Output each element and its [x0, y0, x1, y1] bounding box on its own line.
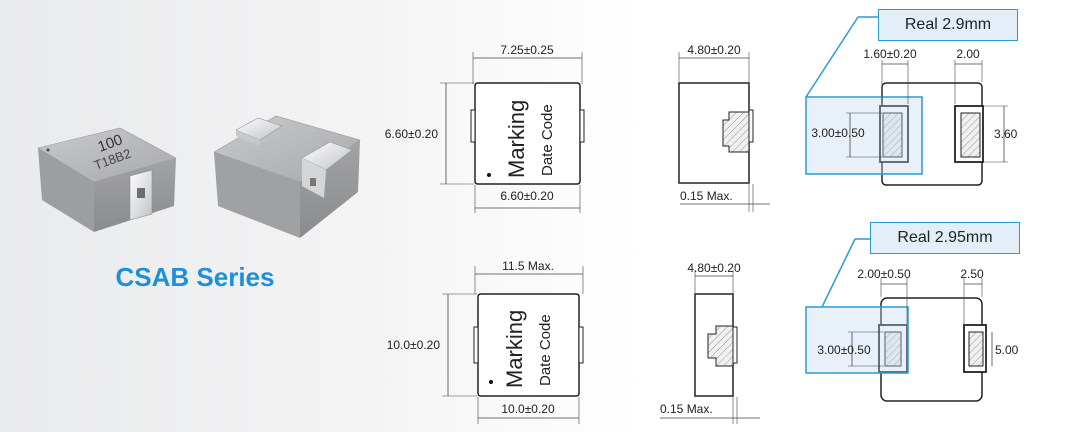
- product-photo-marked: 100 T18B2: [37, 127, 177, 232]
- bottom-pad-gap-label: 2.50: [960, 267, 984, 281]
- bottom-front-height-label: 10.0±0.20: [387, 338, 441, 352]
- bottom-front-marking-text: Marking: [502, 310, 527, 388]
- top-side-terminal-label: 0.15 Max.: [680, 189, 733, 203]
- top-front-view: [440, 52, 585, 213]
- bottom-front-bottom-width-label: 10.0±0.20: [501, 402, 555, 416]
- bottom-front-view: [442, 266, 584, 424]
- top-side-view: [678, 52, 770, 212]
- top-front-date-code-text: Date Code: [539, 104, 556, 176]
- top-front-bottom-width-label: 6.60±0.20: [500, 189, 554, 203]
- top-pad-total-height-label: 3.60: [994, 127, 1018, 141]
- top-front-height-label: 6.60±0.20: [385, 127, 439, 141]
- top-front-width-label: 7.25±0.25: [500, 43, 554, 57]
- bottom-side-terminal-label: 0.15 Max.: [660, 402, 713, 416]
- series-title: CSAB Series: [115, 262, 275, 292]
- top-pad-height-label: 3.00±0.50: [811, 126, 865, 140]
- bottom-pad-width-label: 2.00±0.50: [857, 267, 911, 281]
- callout-real-2-95mm: Real 2.95mm: [870, 222, 1020, 254]
- product-photo-terminals: [213, 115, 361, 238]
- top-front-marking-text: Marking: [504, 100, 529, 178]
- bottom-front-width-label: 11.5 Max.: [502, 259, 554, 273]
- top-pad-gap-label: 2.00: [956, 47, 980, 61]
- bottom-pad-layout: [805, 238, 993, 402]
- bottom-front-date-code-text: Date Code: [537, 314, 554, 386]
- bottom-pad-height-label: 3.00±0.50: [817, 343, 871, 357]
- bottom-pad-total-height-label: 5.00: [995, 343, 1019, 357]
- bottom-side-view: [660, 270, 760, 424]
- top-pad-width-label: 1.60±0.20: [863, 47, 917, 61]
- top-pad-layout: [805, 16, 1008, 186]
- top-side-depth-label: 4.80±0.20: [687, 43, 741, 57]
- bottom-side-depth-label: 4.80±0.20: [687, 261, 741, 275]
- callout-real-2-9mm: Real 2.9mm: [878, 9, 1018, 41]
